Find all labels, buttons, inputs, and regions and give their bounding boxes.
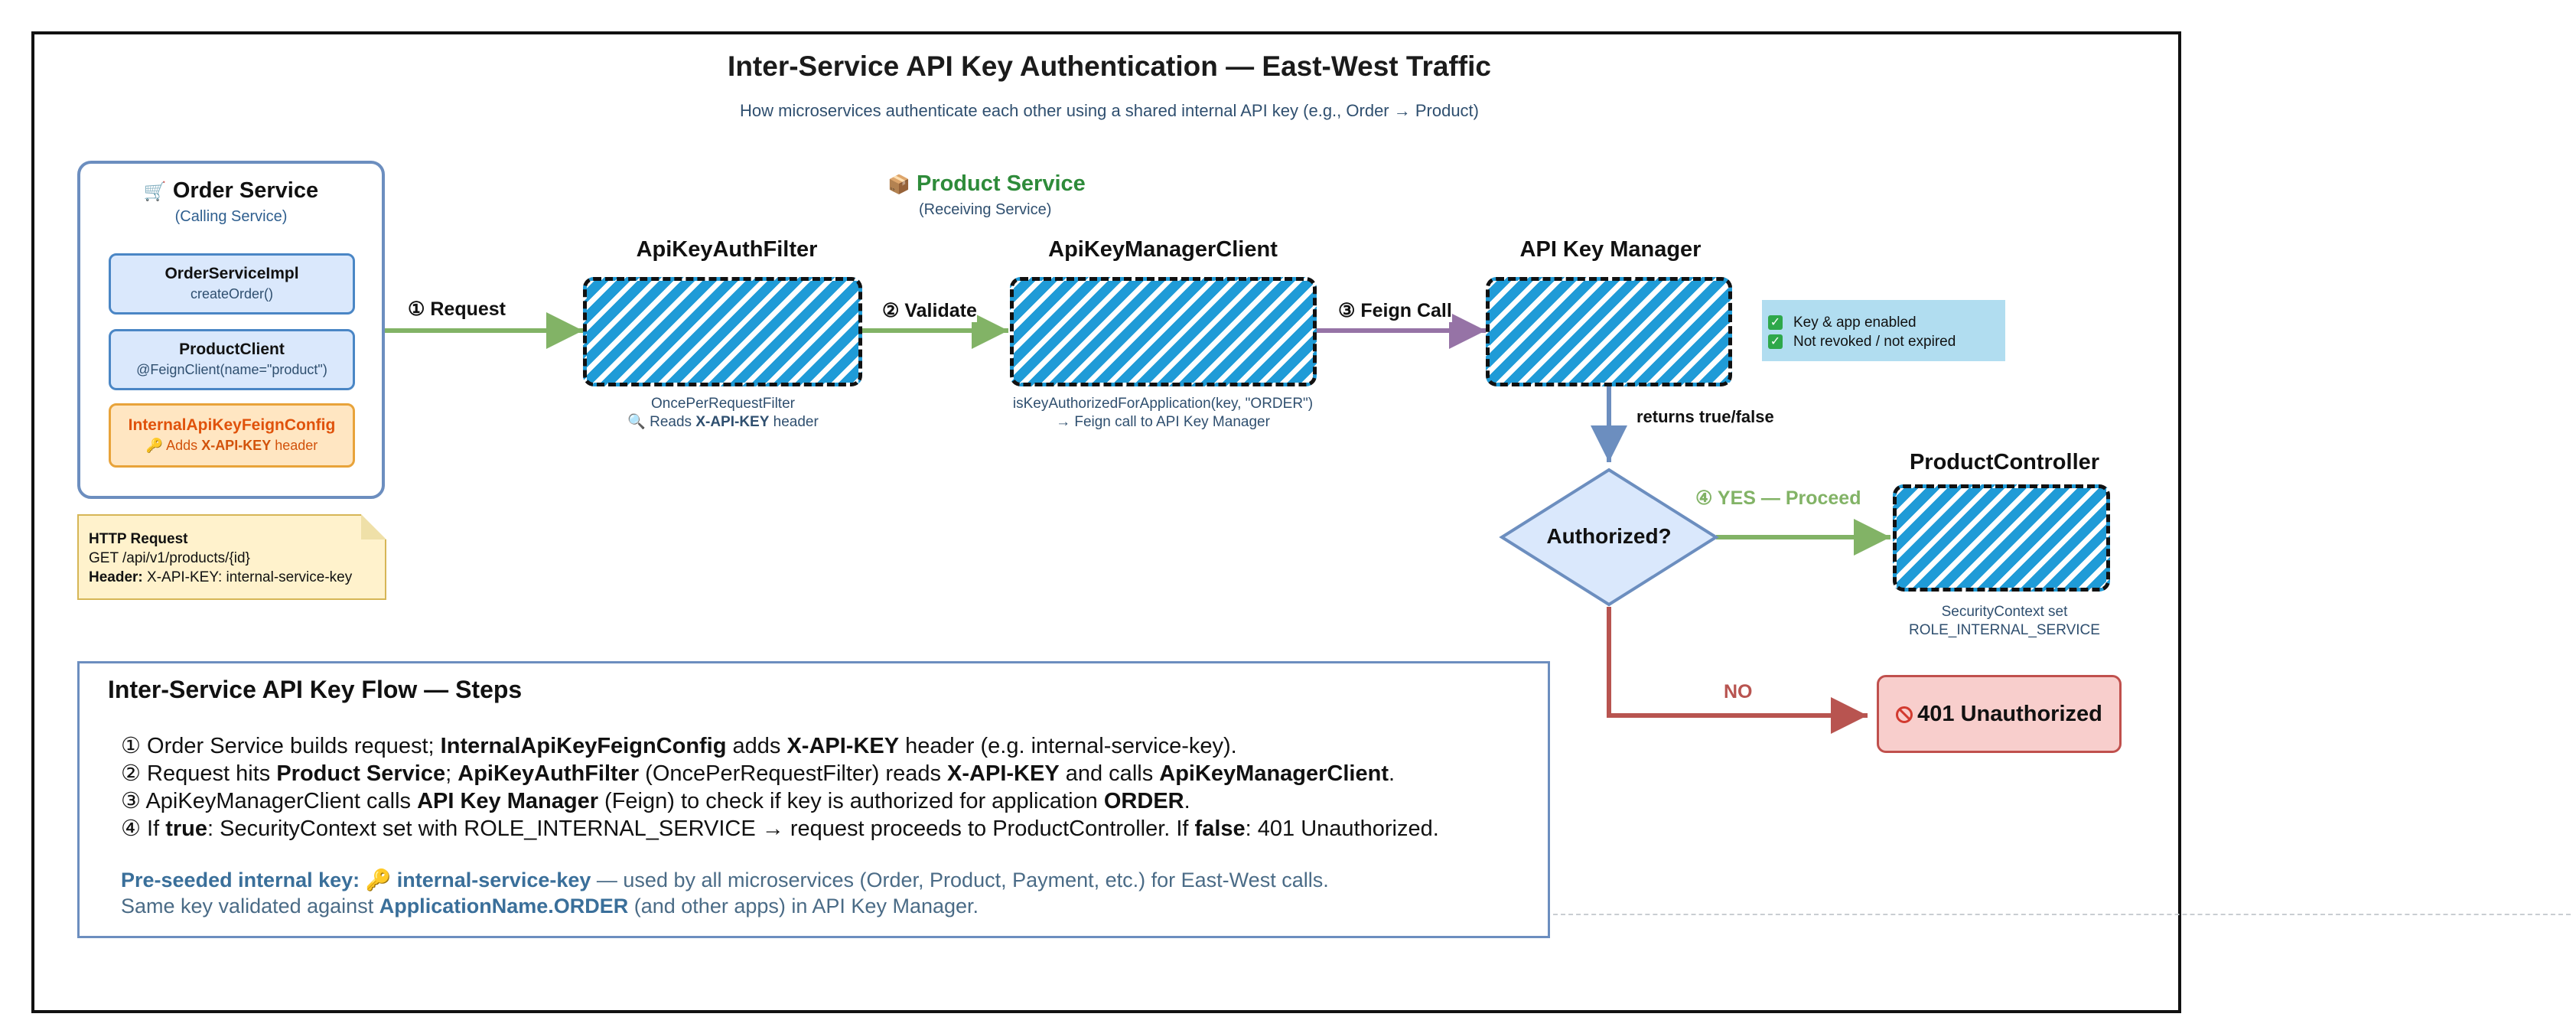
api-key-auth-filter-caption: OncePerRequestFilter 🔍 Reads X-API-KEY h… bbox=[627, 396, 819, 430]
product-client-sub: @FeignClient(name="product") bbox=[136, 362, 327, 377]
dashed-guide-line bbox=[1553, 914, 2571, 915]
http-request-note bbox=[77, 514, 386, 600]
product-client-box: ProductClient @FeignClient(name="product… bbox=[109, 329, 355, 390]
diagram-subtitle: How microservices authenticate each othe… bbox=[739, 101, 1479, 120]
order-service-impl-sub: createOrder() bbox=[190, 286, 274, 302]
steps-title: Inter-Service API Key Flow — Steps bbox=[108, 676, 523, 703]
checkmark-icon: ✓ bbox=[1768, 315, 1783, 331]
step-3: ③ ApiKeyManagerClient calls API Key Mana… bbox=[121, 789, 1190, 813]
feign-config-box: InternalApiKeyFeignConfig 🔑 Adds X-API-K… bbox=[109, 403, 355, 468]
product-service-title: 📦 Product Service bbox=[887, 171, 1086, 196]
order-service-impl-box: OrderServiceImpl createOrder() bbox=[109, 253, 355, 315]
api-key-manager-box bbox=[1486, 277, 1732, 386]
checkmark-icon: ✓ bbox=[1768, 334, 1783, 350]
no-edge bbox=[1607, 607, 1868, 734]
unauthorized-box: 401 Unauthorized bbox=[1877, 675, 2122, 753]
feign-edge-label: ③ Feign Call bbox=[1338, 299, 1452, 322]
order-service-title-text: Order Service bbox=[172, 178, 319, 203]
api-key-manager-client-box bbox=[1010, 277, 1317, 386]
order-service-title: 🛒 Order Service bbox=[77, 178, 385, 204]
authorized-decision bbox=[1499, 468, 1719, 607]
feign-config-sub: 🔑 Adds X-API-KEY header bbox=[145, 438, 318, 453]
preseed-line-1: Pre-seeded internal key: 🔑 internal-serv… bbox=[121, 869, 1329, 891]
yes-edge-label: ④ YES — Proceed bbox=[1695, 487, 1861, 510]
preseed-line-2: Same key validated against ApplicationNa… bbox=[121, 895, 979, 918]
package-icon: 📦 bbox=[887, 174, 910, 195]
step-2: ② Request hits Product Service; ApiKeyAu… bbox=[121, 761, 1395, 786]
checks-panel: ✓Key & app enabled ✓Not revoked / not ex… bbox=[1762, 300, 2005, 361]
steps-panel bbox=[77, 661, 1550, 938]
validate-edge-label: ② Validate bbox=[882, 299, 977, 322]
product-controller-box bbox=[1893, 484, 2110, 592]
unauthorized-label: 401 Unauthorized bbox=[1879, 702, 2119, 727]
diagram-title: Inter-Service API Key Authentication — E… bbox=[728, 51, 1491, 82]
step-1: ① Order Service builds request; Internal… bbox=[121, 734, 1237, 758]
api-key-manager-label: API Key Manager bbox=[1519, 237, 1702, 262]
order-service-subtitle: (Calling Service) bbox=[174, 208, 288, 225]
api-key-auth-filter-label: ApiKeyAuthFilter bbox=[636, 237, 818, 262]
no-edge-label: NO bbox=[1724, 681, 1753, 703]
prohibited-icon bbox=[1896, 706, 1913, 723]
diagram-frame bbox=[31, 31, 2181, 1013]
product-controller-label: ProductController bbox=[1909, 450, 2100, 474]
check-item: ✓Not revoked / not expired bbox=[1768, 332, 2005, 351]
request-edge-label: ① Request bbox=[408, 298, 506, 321]
decision-label: Authorized? bbox=[1546, 524, 1672, 548]
product-service-subtitle: (Receiving Service) bbox=[919, 201, 1052, 218]
order-service-impl-title: OrderServiceImpl bbox=[164, 265, 299, 282]
magnifier-icon: 🔍 bbox=[627, 414, 646, 430]
returns-edge-label: returns true/false bbox=[1636, 407, 1774, 427]
cart-icon: 🛒 bbox=[143, 181, 167, 202]
check-item: ✓Key & app enabled bbox=[1768, 313, 2005, 332]
feign-config-title: InternalApiKeyFeignConfig bbox=[128, 416, 336, 434]
api-key-manager-client-label: ApiKeyManagerClient bbox=[1048, 237, 1278, 262]
step-4: ④ If true: SecurityContext set with ROLE… bbox=[121, 817, 1439, 841]
http-request-note-text: HTTP Request GET /api/v1/products/{id} H… bbox=[89, 531, 353, 585]
api-key-manager-client-caption: isKeyAuthorizedForApplication(key, "ORDE… bbox=[1012, 396, 1314, 430]
key-icon: 🔑 bbox=[145, 438, 164, 453]
product-client-title: ProductClient bbox=[179, 341, 285, 358]
product-controller-caption: SecurityContext set ROLE_INTERNAL_SERVIC… bbox=[1909, 604, 2100, 638]
note-fold bbox=[361, 514, 386, 539]
api-key-auth-filter-box bbox=[583, 277, 862, 386]
